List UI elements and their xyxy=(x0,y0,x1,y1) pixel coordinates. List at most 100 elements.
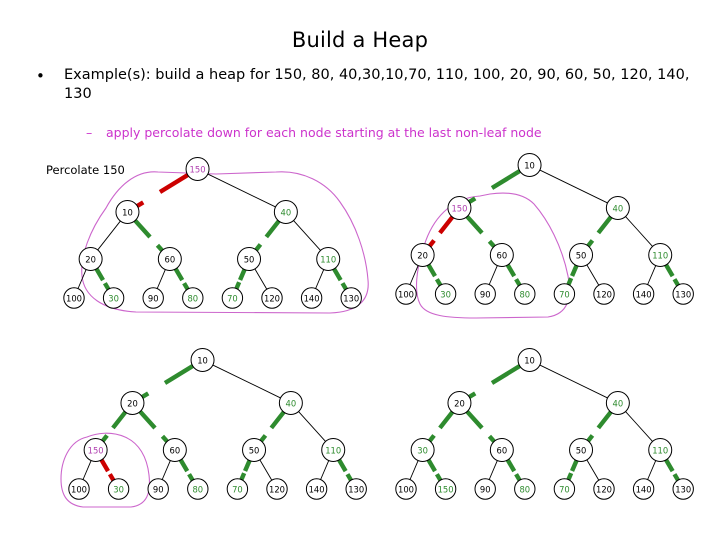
node-circle xyxy=(187,478,209,500)
tree-node: 60 xyxy=(489,438,514,462)
tree-node: 130 xyxy=(672,283,694,305)
lasso-outline xyxy=(81,171,369,314)
tree-node: 110 xyxy=(648,438,673,462)
tree-node: 70 xyxy=(221,287,244,309)
tree-edge xyxy=(97,220,121,251)
node-circle xyxy=(569,243,594,267)
tree-edge xyxy=(269,410,286,430)
tree-node: 130 xyxy=(340,287,362,309)
tree-node: 80 xyxy=(514,478,536,500)
node-label: 80 xyxy=(192,484,203,494)
lasso-outline xyxy=(60,432,151,508)
node-circle xyxy=(489,438,514,462)
tree-node: 140 xyxy=(632,478,655,500)
node-circle xyxy=(632,283,655,305)
node-circle xyxy=(605,391,630,415)
node-label: 70 xyxy=(232,484,243,494)
tree-node: 100 xyxy=(68,478,90,500)
tree-node: 60 xyxy=(157,247,182,271)
node-label: 40 xyxy=(286,398,297,408)
node-circle xyxy=(102,287,125,309)
tree-node: 90 xyxy=(474,283,496,305)
node-label: 90 xyxy=(480,289,491,299)
tree-edge xyxy=(77,269,87,289)
tree-edge xyxy=(82,460,92,480)
tree-node: 10 xyxy=(517,348,542,372)
node-circle xyxy=(672,283,694,305)
node-circle xyxy=(83,438,108,462)
node-circle xyxy=(266,478,288,500)
tree-node: 120 xyxy=(593,283,615,305)
node-circle xyxy=(162,438,187,462)
node-circle xyxy=(237,247,262,271)
node-circle xyxy=(569,438,594,462)
dash-marker-icon: – xyxy=(86,125,93,140)
tree-node: 150 xyxy=(83,438,108,462)
tree-node: 80 xyxy=(187,478,209,500)
tree-edge xyxy=(293,220,321,251)
tree-node: 20 xyxy=(410,243,435,267)
node-label: 110 xyxy=(325,445,341,455)
tree-edge xyxy=(465,215,484,235)
tree-edge xyxy=(173,267,185,282)
node-label: 140 xyxy=(304,293,320,303)
bullet-level-2-text: apply percolate down for each node start… xyxy=(106,125,542,140)
tree-edge xyxy=(156,269,166,289)
node-label: 120 xyxy=(264,293,280,303)
tree-node: 120 xyxy=(266,478,288,500)
tree-edge xyxy=(488,265,498,285)
node-label: 90 xyxy=(480,484,491,494)
node-circle xyxy=(185,157,210,181)
tree-edge xyxy=(490,169,521,190)
tree-edge xyxy=(99,458,110,473)
node-circle xyxy=(514,283,536,305)
tree-node: 70 xyxy=(226,478,249,500)
node-circle xyxy=(447,196,472,220)
tree-node: 20 xyxy=(120,391,145,415)
tree-edge xyxy=(596,215,613,235)
tree-edge xyxy=(505,458,517,473)
node-circle xyxy=(517,348,542,372)
bullet-level-1-text: Example(s): build a heap for 150, 80, 40… xyxy=(64,67,690,102)
node-circle xyxy=(115,200,140,224)
node-label: 150 xyxy=(88,445,104,455)
tree-node: 80 xyxy=(514,283,536,305)
tree-edge xyxy=(337,458,348,473)
node-label: 20 xyxy=(85,254,96,264)
tree-node: 20 xyxy=(447,391,472,415)
tree-node: 40 xyxy=(273,200,298,224)
tree-node: 70 xyxy=(553,478,576,500)
tree-edge xyxy=(332,267,343,282)
node-circle xyxy=(190,348,215,372)
tree-edge xyxy=(465,410,484,430)
node-label: 150 xyxy=(451,203,467,213)
tree-node: 100 xyxy=(395,283,417,305)
tree-node: 40 xyxy=(278,391,303,415)
tree-node: 60 xyxy=(162,438,187,462)
tree-node: 20 xyxy=(78,247,103,271)
tree-node: 40 xyxy=(605,196,630,220)
tree-node: 10 xyxy=(517,153,542,177)
node-circle xyxy=(672,478,694,500)
tree-node: 120 xyxy=(261,287,283,309)
tree-edge xyxy=(212,364,281,399)
node-label: 50 xyxy=(244,254,255,264)
node-circle xyxy=(300,287,323,309)
node-label: 60 xyxy=(496,250,507,260)
tree-node: 100 xyxy=(63,287,85,309)
tree-node: 50 xyxy=(242,438,267,462)
tree-node: 140 xyxy=(632,283,655,305)
node-label: 40 xyxy=(613,398,624,408)
tree-node: 110 xyxy=(316,247,341,271)
node-label: 120 xyxy=(596,484,612,494)
node-label: 130 xyxy=(348,484,364,494)
tree-node: 50 xyxy=(237,247,262,271)
node-circle xyxy=(489,243,514,267)
percolate-caption: Percolate 150 xyxy=(46,163,125,177)
node-label: 70 xyxy=(559,289,570,299)
node-label: 60 xyxy=(496,445,507,455)
tree-edge xyxy=(539,364,608,399)
tree-edge xyxy=(647,460,657,480)
